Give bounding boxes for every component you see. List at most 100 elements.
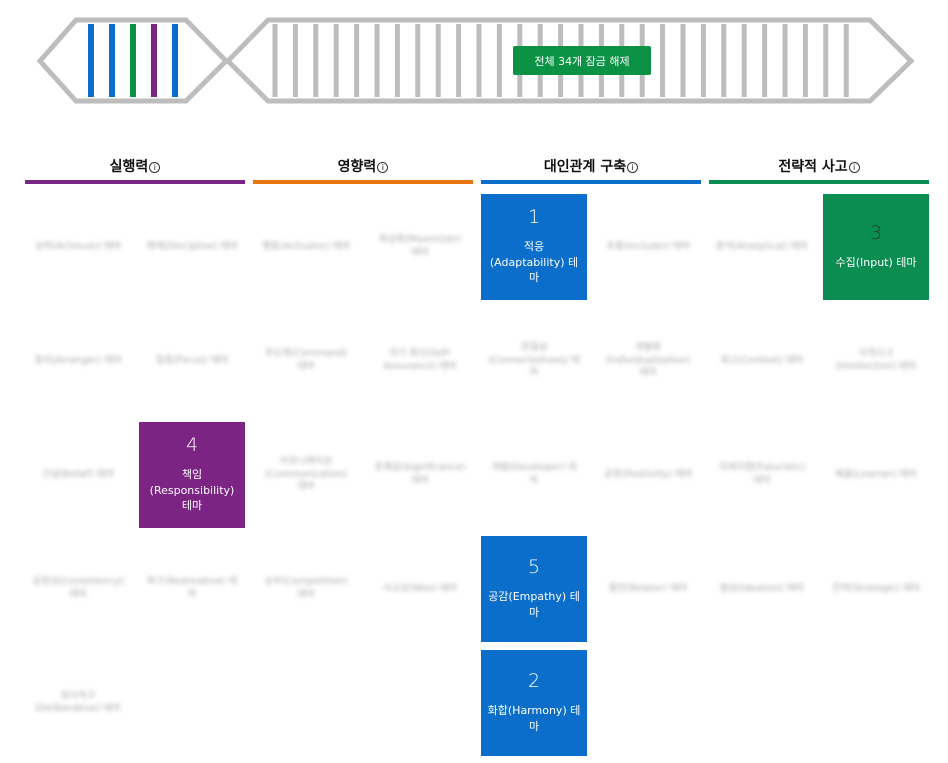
- unlock-all-button[interactable]: 전체 34개 잠금 해제: [513, 46, 651, 75]
- theme-tile-unlocked[interactable]: 5 공감(Empathy) 테마: [481, 536, 587, 642]
- theme-name: 개발(Developer) 테마: [491, 462, 577, 486]
- theme-tile-locked: 회고(Context) 테마: [709, 308, 815, 414]
- theme-tile-locked: 주도력(Command) 테마: [253, 308, 359, 414]
- theme-tile-locked: 연결성(Connectedness) 테마: [481, 308, 587, 414]
- theme-tile-locked: 분석(Analytical) 테마: [709, 194, 815, 300]
- info-icon[interactable]: i: [627, 162, 639, 173]
- theme-name: 최상화(Maximizer) 테마: [378, 234, 462, 258]
- strand-stripe-top5: [172, 24, 178, 97]
- theme-rank: 1: [527, 206, 541, 229]
- strand-stripe-locked: [292, 24, 298, 97]
- theme-tile-locked: 존재감(Significance) 테마: [367, 422, 473, 528]
- strand-stripe-locked: [415, 24, 421, 97]
- theme-name: 지적사고(Intellection) 테마: [835, 348, 917, 372]
- theme-tile-locked: 개발(Developer) 테마: [481, 422, 587, 528]
- theme-tile-locked: 최상화(Maximizer) 테마: [367, 194, 473, 300]
- theme-tile-locked: 공정성(Consistency) 테마: [25, 536, 131, 642]
- theme-name: 공정성(Consistency) 테마: [32, 576, 124, 600]
- theme-tile-locked: 성취(Achiever) 테마: [25, 194, 131, 300]
- theme-name: 회고(Context) 테마: [720, 354, 804, 366]
- theme-name: 전략(Strategic) 테마: [831, 582, 921, 594]
- theme-tile-locked: 자기 확신(Self-Assurance) 테마: [367, 308, 473, 414]
- domain-color-bar: [481, 180, 701, 184]
- domain-color-bar: [25, 180, 245, 184]
- theme-name: 책임(Responsibility) 테마: [149, 468, 235, 513]
- strand-stripe-top5: [109, 24, 115, 97]
- theme-tile-locked: 승부(Competition) 테마: [253, 536, 359, 642]
- strengths-strand: [36, 17, 915, 104]
- theme-tile-locked: 절친(Relator) 테마: [595, 536, 701, 642]
- theme-tile-unlocked[interactable]: 2 화합(Harmony) 테마: [481, 650, 587, 756]
- strand-stripe-locked: [435, 24, 441, 97]
- strand-stripe-locked: [680, 24, 686, 97]
- theme-name: 성취(Achiever) 테마: [34, 240, 122, 252]
- theme-name: 미래지향(Futuristic) 테마: [718, 462, 806, 486]
- theme-tile-locked: 정리(Arranger) 테마: [25, 308, 131, 414]
- strand-stripe-locked: [394, 24, 400, 97]
- theme-tile-locked: 사교성(Woo) 테마: [367, 536, 473, 642]
- theme-name: 발상(Ideation) 테마: [719, 582, 805, 594]
- theme-tile-unlocked[interactable]: 3 수집(Input) 테마: [823, 194, 929, 300]
- theme-tile-locked: 개별화(Individualization) 테마: [595, 308, 701, 414]
- theme-name: 화합(Harmony) 테마: [487, 704, 581, 733]
- theme-name: 긍정(Positivity) 테마: [603, 468, 693, 480]
- strand-stripe-top5: [88, 24, 94, 97]
- strand-stripe-locked: [272, 24, 278, 97]
- theme-rank: 3: [869, 221, 883, 244]
- theme-rank: 2: [527, 670, 541, 693]
- theme-tile-locked: 발상(Ideation) 테마: [709, 536, 815, 642]
- domain-title: 대인관계 구축: [543, 159, 627, 175]
- theme-tile-locked: 커뮤니케이션(Communication) 테마: [253, 422, 359, 528]
- strand-stripe-locked: [802, 24, 808, 97]
- info-icon[interactable]: i: [377, 162, 389, 173]
- theme-name: 수집(Input) 테마: [835, 255, 917, 269]
- strand-stripe-locked: [313, 24, 319, 97]
- domain-color-bar: [253, 180, 473, 184]
- theme-name: 복구(Restorative) 테마: [146, 576, 238, 600]
- theme-tile-locked: 포용(Includer) 테마: [595, 194, 701, 300]
- info-icon[interactable]: i: [848, 162, 860, 173]
- theme-name: 커뮤니케이션(Communication) 테마: [264, 455, 348, 493]
- theme-tile-locked: 전략(Strategic) 테마: [823, 536, 929, 642]
- theme-rank: 4: [185, 434, 199, 457]
- strand-left-outline: [36, 17, 230, 104]
- theme-tile-locked: 긍정(Positivity) 테마: [595, 422, 701, 528]
- strand-stripe-locked: [721, 24, 727, 97]
- strand-stripe-locked: [700, 24, 706, 97]
- theme-tile-unlocked[interactable]: 4 책임(Responsibility) 테마: [139, 422, 245, 528]
- theme-rank: 5: [527, 556, 541, 579]
- strand-stripe-locked: [762, 24, 768, 97]
- theme-name: 적응(Adaptability) 테마: [489, 240, 579, 285]
- domain-title: 실행력: [109, 159, 149, 175]
- theme-tile-locked: 배움(Learner) 테마: [823, 422, 929, 528]
- strand-stripe-top5: [151, 24, 157, 97]
- strand-right-outline: [224, 17, 915, 104]
- strand-stripe-locked: [741, 24, 747, 97]
- theme-name: 연결성(Connectedness) 테마: [487, 341, 581, 379]
- strand-stripe-locked: [496, 24, 502, 97]
- theme-name: 행동(Activator) 테마: [261, 240, 351, 252]
- strand-stripe-locked: [782, 24, 788, 97]
- theme-name: 집중(Focus) 테마: [155, 354, 229, 366]
- strand-stripe-locked: [823, 24, 829, 97]
- theme-name: 정리(Arranger) 테마: [34, 354, 122, 366]
- info-icon[interactable]: i: [149, 162, 161, 173]
- theme-name: 배움(Learner) 테마: [835, 468, 917, 480]
- theme-name: 공감(Empathy) 테마: [488, 590, 580, 619]
- theme-name: 승부(Competition) 테마: [264, 576, 348, 600]
- domain-title: 영향력: [337, 159, 377, 175]
- theme-name: 신념(Belief) 테마: [41, 468, 115, 480]
- theme-tile-locked: 집중(Focus) 테마: [139, 308, 245, 414]
- strand-stripe-locked: [333, 24, 339, 97]
- theme-tile-locked: 심사숙고(Deliberative) 테마: [25, 650, 131, 756]
- theme-name: 자기 확신(Self-Assurance) 테마: [383, 348, 457, 372]
- theme-name: 절친(Relator) 테마: [608, 582, 688, 594]
- strand-stripe-locked: [374, 24, 380, 97]
- theme-tile-locked: 신념(Belief) 테마: [25, 422, 131, 528]
- theme-name: 체계(Discipline) 테마: [146, 240, 238, 252]
- theme-tile-unlocked[interactable]: 1 적응(Adaptability) 테마: [481, 194, 587, 300]
